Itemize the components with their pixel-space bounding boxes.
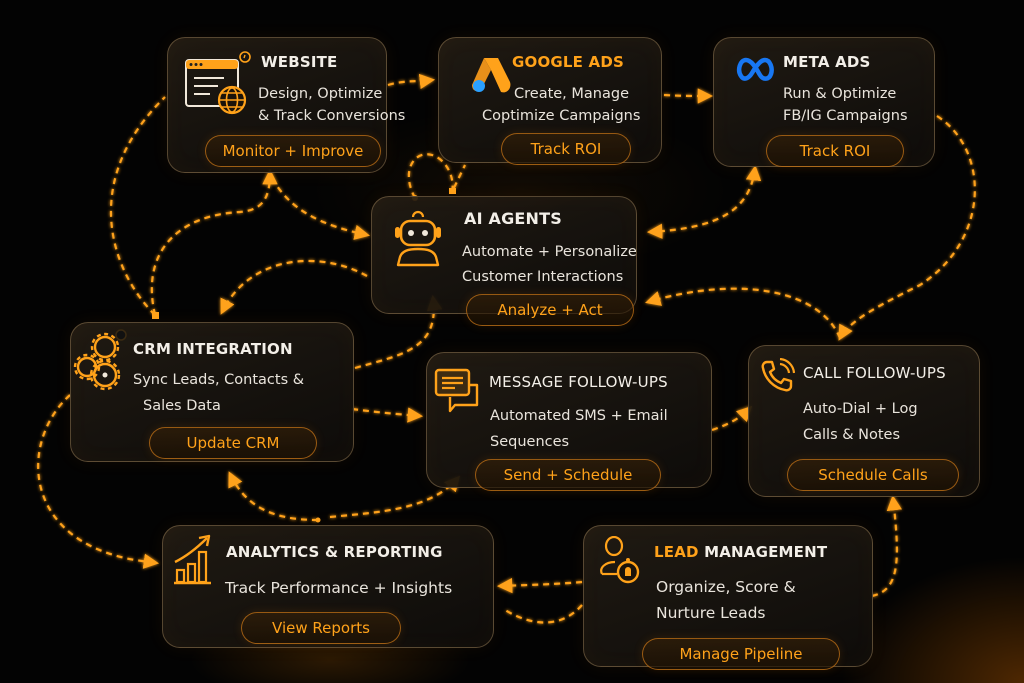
crm-desc-line1: Sync Leads, Contacts & (133, 372, 305, 388)
connector-node-dot (152, 312, 159, 319)
website-desc-line1: Design, Optimize (258, 86, 383, 102)
phone-icon (761, 358, 795, 392)
call-followups-card[interactable]: CALL FOLLOW-UPS Auto-Dial + Log Calls & … (748, 345, 980, 497)
lead-title-rest: MANAGEMENT (698, 543, 828, 561)
connector-lead-analytics-low (504, 604, 583, 624)
ai-agents-desc-line1: Automate + Personalize (462, 244, 637, 260)
user-lead-icon (600, 536, 640, 584)
connector-website-google-ads (387, 73, 436, 90)
google-ads-logo (472, 58, 511, 93)
crm-integration-title: CRM INTEGRATION (133, 340, 293, 358)
manage-pipeline-button[interactable]: Manage Pipeline (642, 638, 840, 670)
meta-ads-title: META ADS (783, 53, 871, 71)
connector-crm-website-outer (109, 96, 166, 316)
analytics-desc-line1: Track Performance + Insights (225, 579, 453, 597)
website-title: WEBSITE (261, 53, 338, 71)
connector-node-dot (449, 188, 456, 194)
connector-website-ai-agents (271, 177, 371, 240)
meta-ads-desc-line1: Run & Optimize (783, 86, 897, 102)
chat-bubbles-icon (434, 368, 479, 413)
connector-meta-ai-agents (646, 164, 762, 239)
analytics-reporting-card[interactable]: ANALYTICS & REPORTING Track Performance … (162, 525, 494, 648)
ai-agents-desc-line2: Customer Interactions (462, 269, 624, 285)
send-schedule-button[interactable]: Send + Schedule (475, 459, 661, 491)
connector-ai-agents-crm (220, 259, 368, 315)
schedule-calls-button[interactable]: Schedule Calls (787, 459, 959, 491)
website-desc-line2: & Track Conversions (258, 108, 406, 124)
monitor-improve-button[interactable]: Monitor + Improve (205, 135, 381, 167)
google-track-roi-button[interactable]: Track ROI (501, 133, 631, 165)
lead-management-card[interactable]: LEAD MANAGEMENT Organize, Score & Nurtur… (583, 525, 873, 670)
browser-globe-icon (185, 51, 251, 115)
connector-crm-website (150, 168, 278, 316)
lead-desc-line2: Nurture Leads (656, 604, 766, 622)
crm-desc-line2: Sales Data (143, 398, 221, 414)
connector-call-ai-agents (645, 287, 842, 339)
google-ads-card[interactable]: GOOGLE ADS Create, Manage Coptimize Camp… (438, 37, 662, 165)
analytics-reporting-title: ANALYTICS & REPORTING (226, 543, 443, 561)
analyze-act-button[interactable]: Analyze + Act (466, 294, 634, 326)
crm-integration-card[interactable]: CRM INTEGRATION Sync Leads, Contacts & S… (70, 322, 354, 462)
connector-google-ai-loop (407, 153, 466, 199)
connector-analytics-crm (228, 471, 319, 522)
lead-desc-line1: Organize, Score & (656, 578, 796, 596)
ai-agents-card[interactable]: AI AGENTS Automate + Personalize Custome… (371, 196, 637, 326)
google-ads-desc-line2: Coptimize Campaigns (482, 108, 641, 124)
bar-chart-growth-icon (174, 534, 211, 585)
connector-node-dot (315, 517, 321, 523)
update-crm-button[interactable]: Update CRM (149, 427, 317, 459)
connector-meta-call-followups (838, 115, 976, 341)
robot-icon (395, 210, 441, 267)
website-card[interactable]: WEBSITE Design, Optimize & Track Convers… (167, 37, 405, 173)
meta-track-roi-button[interactable]: Track ROI (766, 135, 904, 167)
connector-crm-analytics (37, 394, 160, 569)
lead-title-accent: LEAD (654, 543, 699, 561)
connector-crm-message (351, 407, 424, 423)
call-desc-line1: Auto-Dial + Log (803, 401, 918, 417)
connector-google-ads-meta-ads (663, 88, 714, 104)
message-followups-title: MESSAGE FOLLOW-UPS (489, 373, 668, 391)
ai-agents-title: AI AGENTS (464, 209, 562, 228)
call-followups-title: CALL FOLLOW-UPS (803, 364, 946, 382)
meta-ads-desc-line2: FB/IG Campaigns (783, 108, 908, 124)
connector-lead-analytics (496, 577, 583, 594)
message-desc-line2: Sequences (490, 434, 570, 450)
message-followups-card[interactable]: MESSAGE FOLLOW-UPS Automated SMS + Email… (426, 352, 712, 491)
google-ads-desc-line1: Create, Manage (514, 86, 629, 102)
meta-ads-card[interactable]: META ADS Run & Optimize FB/IG Campaigns … (713, 37, 935, 167)
call-desc-line2: Calls & Notes (803, 427, 901, 443)
connector-message-call (711, 405, 753, 432)
google-ads-title: GOOGLE ADS (512, 53, 625, 71)
message-desc-line1: Automated SMS + Email (490, 408, 668, 424)
gears-icon (73, 329, 127, 391)
view-reports-button[interactable]: View Reports (241, 612, 401, 644)
meta-logo (736, 57, 774, 81)
connector-lead-call (871, 494, 903, 598)
lead-management-title: LEAD MANAGEMENT (654, 543, 827, 561)
